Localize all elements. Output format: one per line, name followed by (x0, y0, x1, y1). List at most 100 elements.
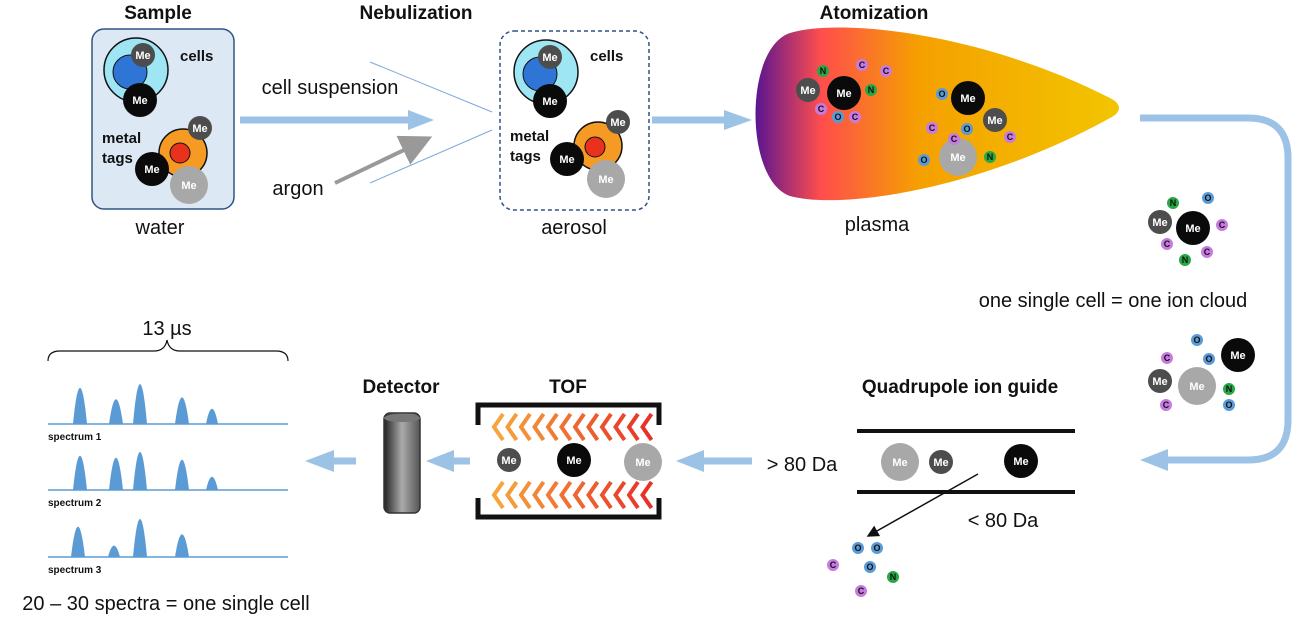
svg-text:C: C (1204, 247, 1211, 257)
metal-particle: Me (929, 450, 953, 474)
svg-text:O: O (1204, 193, 1211, 203)
metal-particle: Me (983, 108, 1007, 132)
metal-particle: Me (606, 110, 630, 134)
spectrum-peak (206, 476, 218, 490)
svg-text:C: C (852, 112, 859, 122)
sample-tags-label: tags (102, 150, 133, 167)
tof-chevrons-top (491, 412, 654, 442)
svg-text:Me: Me (1189, 381, 1204, 393)
tof-chevron (505, 480, 519, 510)
metal-particle: Me (1221, 338, 1255, 372)
detector-disc (383, 412, 421, 514)
tof-chevron (626, 412, 640, 442)
oxygen-atom: O (871, 542, 883, 554)
carbon-atom: C (1161, 238, 1173, 250)
svg-text:O: O (938, 89, 945, 99)
spectrum-peak (108, 545, 120, 557)
spectra-group (48, 384, 288, 558)
metal-particle: Me (624, 443, 662, 481)
svg-text:N: N (1182, 255, 1189, 265)
argon-arrow (334, 135, 433, 185)
sample-cells-label: cells (180, 48, 213, 65)
spectrum-peak (133, 452, 147, 490)
oxygen-atom: O (832, 111, 844, 123)
aerosol-metal-label: metal (510, 128, 549, 145)
tof-chevron (572, 412, 586, 442)
argon-label: argon (272, 178, 323, 200)
carbon-atom: C (1004, 131, 1016, 143)
spectra-note: 20 – 30 spectra = one single cell (22, 593, 309, 615)
nitrogen-atom: N (865, 84, 877, 96)
svg-text:Me: Me (1152, 376, 1167, 388)
oxygen-atom: O (852, 542, 864, 554)
svg-text:O: O (920, 155, 927, 165)
header-atomization: Atomization (820, 3, 929, 24)
nitrogen-atom: N (1179, 254, 1191, 266)
aerosol-cell-orange (573, 121, 623, 171)
header-tof: TOF (549, 377, 587, 398)
svg-text:N: N (820, 66, 827, 76)
metal-particle: Me (796, 78, 820, 102)
flow-arrow (305, 450, 356, 472)
header-sample: Sample (124, 3, 192, 24)
time-window-label: 13 µs (142, 318, 191, 340)
oxygen-atom: O (864, 561, 876, 573)
tof-chevron (518, 480, 532, 510)
tof-chevron (559, 412, 573, 442)
spectrum-peak (175, 534, 189, 557)
carbon-atom: C (849, 111, 861, 123)
svg-text:Me: Me (192, 123, 207, 135)
carbon-atom: C (1161, 352, 1173, 364)
tof-chevron (491, 480, 505, 510)
tof-chevron (559, 480, 573, 510)
metal-particle: Me (1148, 369, 1172, 393)
svg-text:C: C (818, 104, 825, 114)
svg-text:O: O (1205, 354, 1212, 364)
time-window-brace (47, 339, 289, 362)
tof-chevron (532, 480, 546, 510)
metal-particle: Me (131, 43, 155, 67)
metal-particle: Me (951, 81, 985, 115)
svg-text:Me: Me (144, 164, 159, 176)
spectrum-1-label: spectrum 1 (48, 432, 102, 443)
svg-text:Me: Me (501, 455, 516, 467)
water-label: water (135, 217, 185, 239)
svg-text:Me: Me (1152, 217, 1167, 229)
spectrum-peak (206, 408, 218, 424)
svg-text:C: C (1219, 220, 1226, 230)
tof-chevron (599, 480, 613, 510)
svg-text:O: O (866, 562, 873, 572)
carbon-atom: C (1216, 219, 1228, 231)
ion-cloud-label: one single cell = one ion cloud (979, 290, 1248, 312)
svg-text:Me: Me (598, 174, 613, 186)
carbon-atom: C (827, 559, 839, 571)
carbon-atom: C (926, 122, 938, 134)
svg-text:Me: Me (800, 85, 815, 97)
flow-arrow (652, 110, 752, 130)
carbon-atom: C (880, 65, 892, 77)
tof-chevron (505, 412, 519, 442)
nitrogen-atom: N (817, 65, 829, 77)
metal-particle: Me (1178, 367, 1216, 405)
tof-chevron (599, 412, 613, 442)
lt80-label: < 80 Da (968, 510, 1039, 532)
metal-particle: Me (1148, 210, 1172, 234)
svg-text:C: C (1007, 132, 1014, 142)
cell-suspension-label: cell suspension (262, 77, 399, 99)
svg-text:O: O (1193, 335, 1200, 345)
svg-text:C: C (929, 123, 936, 133)
svg-text:N: N (868, 85, 875, 95)
svg-text:Me: Me (566, 455, 581, 467)
flow-arrow (676, 450, 752, 472)
svg-text:Me: Me (610, 117, 625, 129)
svg-text:O: O (873, 543, 880, 553)
tof-chevron (532, 412, 546, 442)
metal-particle: Me (533, 84, 567, 118)
light-ion-deflection-arrow (866, 473, 979, 537)
svg-text:Me: Me (960, 93, 975, 105)
tof-chevron (491, 412, 505, 442)
tof-chevron (613, 412, 627, 442)
metal-particle: Me (135, 152, 169, 186)
